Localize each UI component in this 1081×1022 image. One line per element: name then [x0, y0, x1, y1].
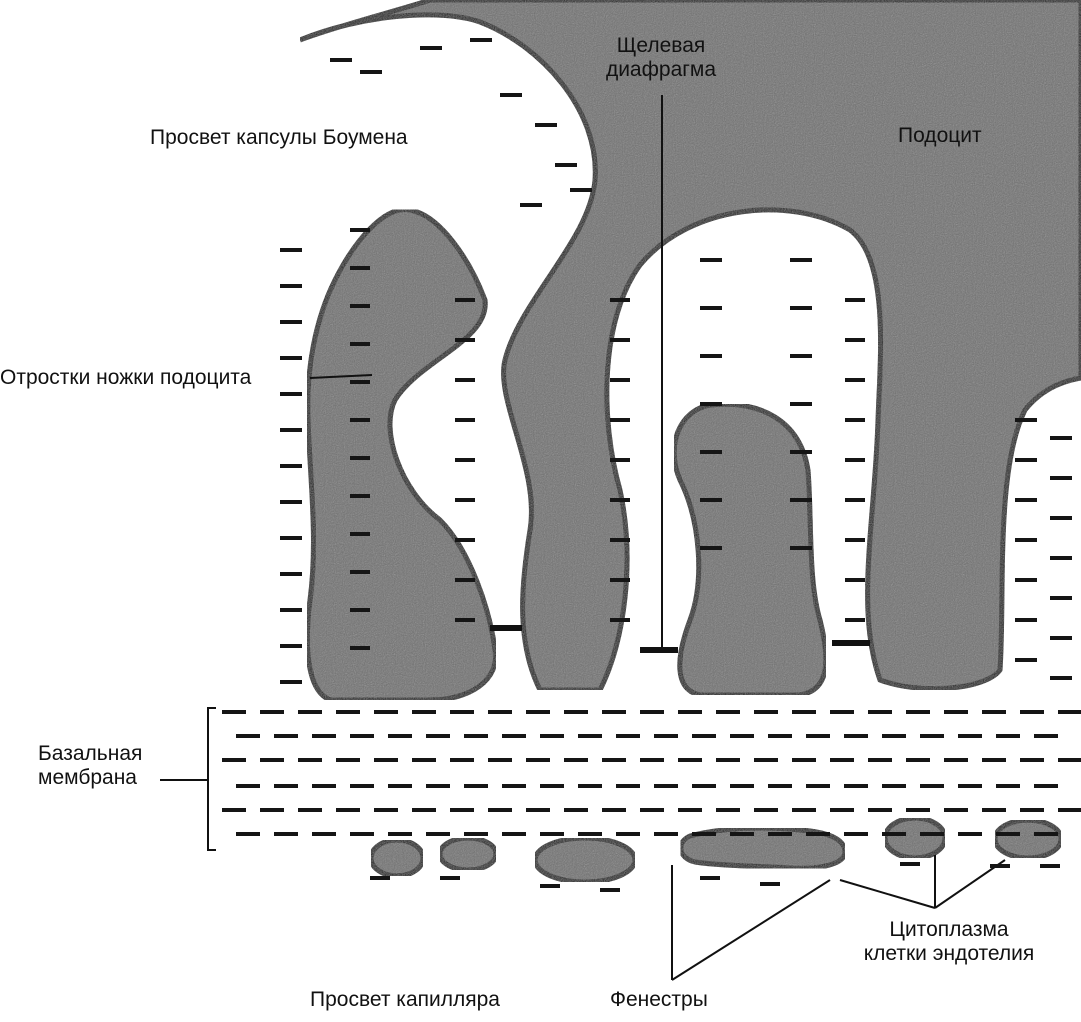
- slit-diaphragm-label: Щелевая диафрагма: [596, 34, 726, 82]
- fenestra-leader-2: [672, 880, 830, 980]
- endothelial-cytoplasm-label: Цитоплазма клетки эндотелия: [834, 918, 1064, 966]
- podocyte-label: Подоцит: [898, 124, 982, 148]
- endothelial-cytoplasm-3: [535, 838, 635, 882]
- endothelial-cytoplasm-5: [885, 818, 945, 858]
- foot-processes-label: Отростки ножки подоцита: [0, 366, 251, 390]
- basement-membrane-bracket: [208, 708, 216, 850]
- foot-process-1: [307, 210, 495, 700]
- basement-membrane-label-line1: Базальная: [38, 742, 142, 766]
- endothelial-cytoplasm-6: [995, 820, 1061, 858]
- fenestrae-label: Фенестры: [610, 988, 708, 1012]
- endothelial-cytoplasm-2: [440, 838, 496, 870]
- capillary-lumen-label: Просвет капилляра: [310, 988, 500, 1012]
- basement-membrane-label: Базальная мембрана: [38, 742, 142, 790]
- endothelial-cytoplasm-label-line2: клетки эндотелия: [834, 942, 1064, 966]
- endothelial-cytoplasm-1: [371, 840, 423, 876]
- basement-membrane-label-line2: мембрана: [38, 766, 142, 790]
- slit-diaphragm-label-line2: диафрагма: [596, 58, 726, 82]
- endothelium-leader-1: [840, 880, 935, 908]
- bowman-capsule-lumen-label: Просвет капсулы Боумена: [150, 126, 408, 150]
- endothelial-cytoplasm-label-line1: Цитоплазма: [834, 918, 1064, 942]
- slit-diaphragm-label-line1: Щелевая: [596, 34, 726, 58]
